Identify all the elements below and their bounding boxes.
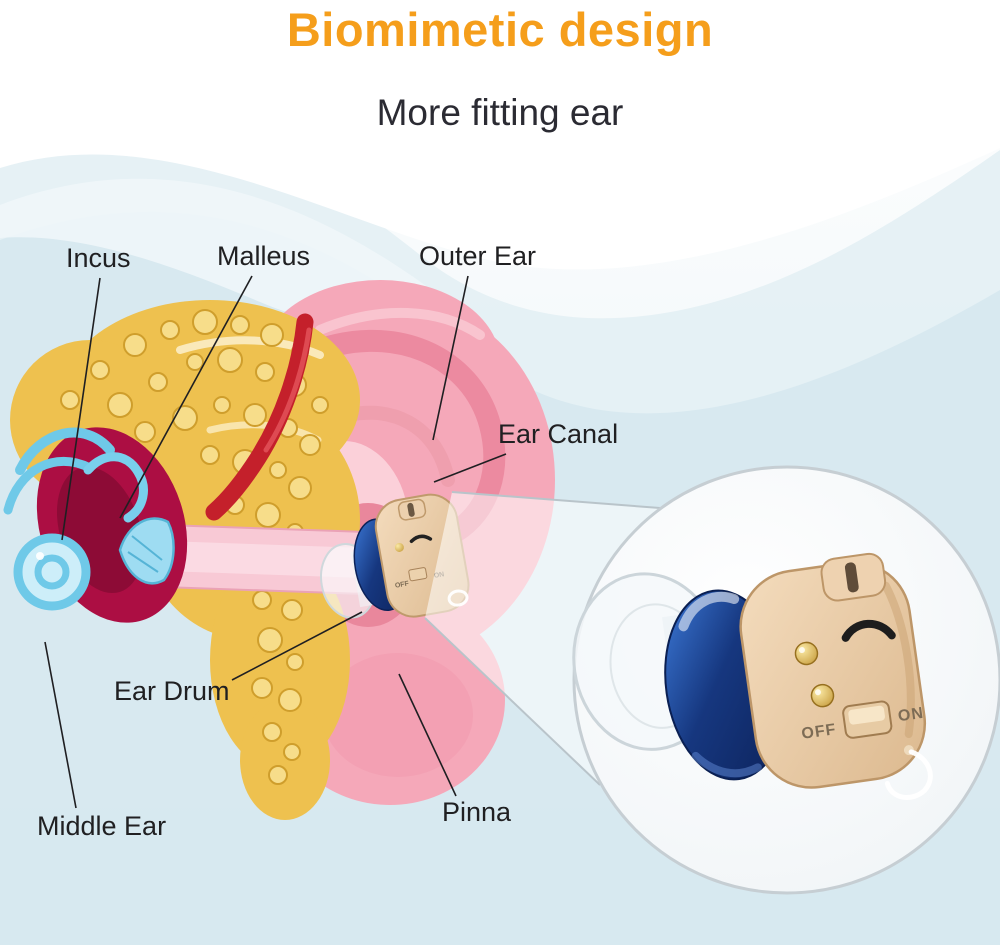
page-subtitle: More fitting ear (376, 92, 624, 133)
on-label: ON (897, 705, 925, 725)
mic-port-mark (841, 619, 896, 642)
blood-vessel-streak (205, 313, 314, 521)
ear-anatomy-illustration: OFF ON (3, 280, 555, 820)
ossicle-chain (83, 452, 148, 523)
label-middle-ear: Middle Ear (37, 811, 167, 841)
stapes-shell (118, 517, 175, 585)
label-malleus: Malleus (217, 241, 311, 271)
label-ear-drum: Ear Drum (114, 676, 230, 706)
leader-lines (44, 275, 507, 809)
magnifier-circle: OFF ON (572, 465, 1000, 895)
off-label: OFF (801, 721, 838, 743)
label-incus: Incus (66, 243, 131, 273)
pinna-leader-line (398, 673, 457, 797)
label-pinna: Pinna (442, 797, 512, 827)
cochlea-and-ossicles (3, 427, 175, 611)
pull-cord (884, 749, 933, 800)
page-title: Biomimetic design (286, 3, 714, 56)
power-switch-small (408, 567, 428, 582)
gold-contact-small (394, 542, 404, 552)
outer-ear-leader-line (432, 275, 469, 441)
incus-leader-line (61, 277, 101, 541)
label-outer-ear: Outer Ear (419, 241, 537, 271)
label-ear-canal: Ear Canal (498, 419, 619, 449)
off-label-small: OFF (394, 580, 410, 589)
hearing-aid-zoom: OFF ON (572, 552, 933, 800)
cochlea-spiral (13, 533, 91, 611)
ear-drum-leader-line (231, 611, 363, 681)
middle-ear-leader-line (44, 641, 77, 809)
malleus-leader-line (119, 275, 253, 519)
ear-canal-leader-line (433, 453, 507, 483)
ear-lobe (323, 653, 473, 777)
mic-port-mark-small (409, 534, 433, 544)
